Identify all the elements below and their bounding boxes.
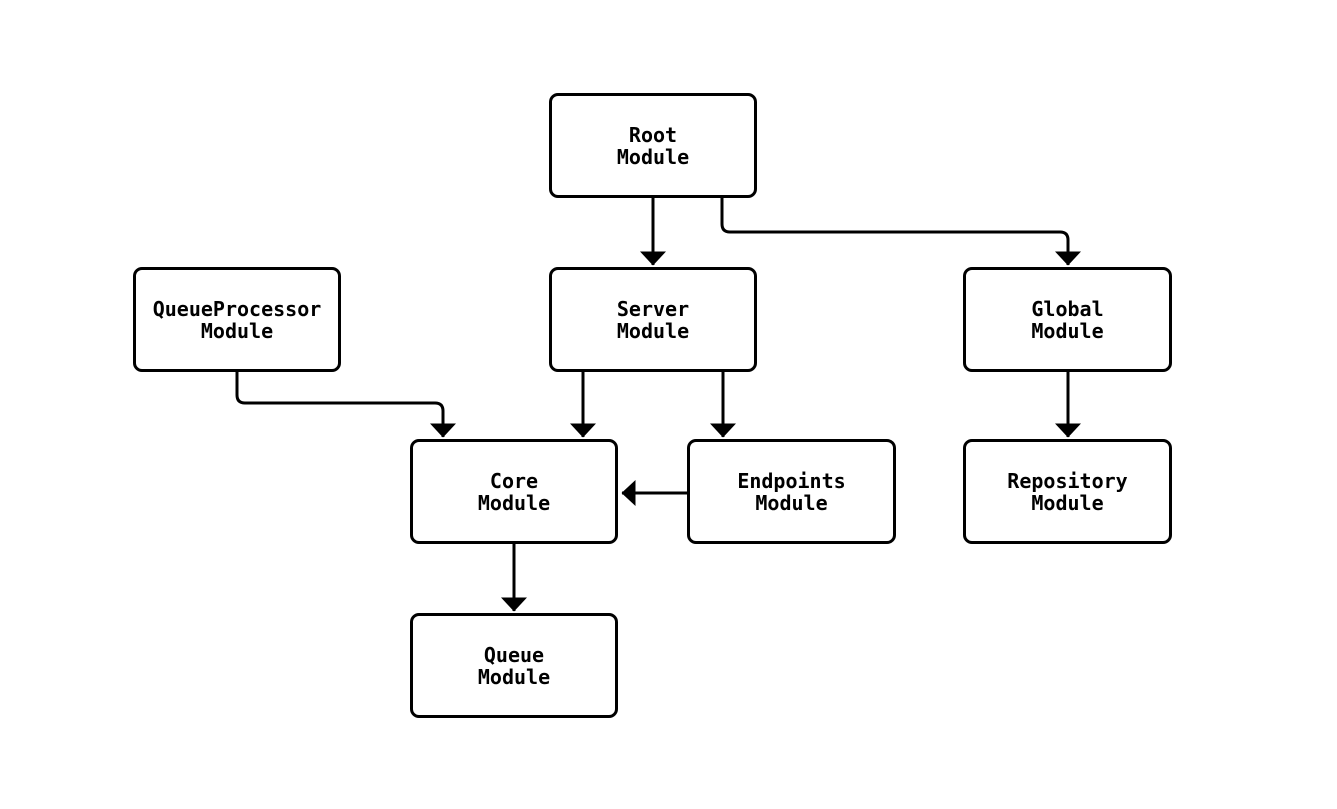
node-queueprocessor-module: QueueProcessor Module <box>133 267 341 372</box>
node-label: Global Module <box>1031 298 1103 342</box>
node-label-line-2: Module <box>477 664 551 689</box>
node-label-line-1: Root <box>628 122 678 147</box>
node-label: Server Module <box>617 298 689 342</box>
node-label-line-2: Module <box>200 318 274 343</box>
node-label-line-2: Module <box>477 490 551 515</box>
node-label: Core Module <box>478 470 550 514</box>
node-label: QueueProcessor Module <box>153 298 322 342</box>
node-label-line-2: Module <box>616 318 690 343</box>
node-label-line-2: Module <box>616 144 690 169</box>
node-global-module: Global Module <box>963 267 1172 372</box>
node-label-line-1: Endpoints <box>737 468 846 493</box>
node-label-line-1: QueueProcessor <box>152 296 322 321</box>
node-server-module: Server Module <box>549 267 757 372</box>
edge-group <box>235 198 1081 612</box>
node-root-module: Root Module <box>549 93 757 198</box>
node-core-module: Core Module <box>410 439 618 544</box>
node-label-line-2: Module <box>755 490 828 515</box>
node-label: Endpoints Module <box>737 470 845 514</box>
node-queue-module: Queue Module <box>410 613 618 718</box>
edge-root-module-to-global-module <box>720 198 1081 266</box>
node-label-line-1: Repository <box>1007 468 1128 493</box>
node-endpoints-module: Endpoints Module <box>687 439 896 544</box>
node-label-line-1: Queue <box>483 642 545 667</box>
node-label-line-1: Server <box>616 296 690 321</box>
node-label-line-2: Module <box>1031 318 1104 343</box>
edge-queueprocessor-module-to-core-module <box>235 372 456 438</box>
node-label: Root Module <box>617 124 689 168</box>
node-label: Repository Module <box>1007 470 1127 514</box>
node-label-line-2: Module <box>1031 490 1104 515</box>
node-label-line-1: Core <box>489 468 539 493</box>
node-label: Queue Module <box>478 644 550 688</box>
node-label-line-1: Global <box>1031 296 1104 321</box>
node-repository-module: Repository Module <box>963 439 1172 544</box>
